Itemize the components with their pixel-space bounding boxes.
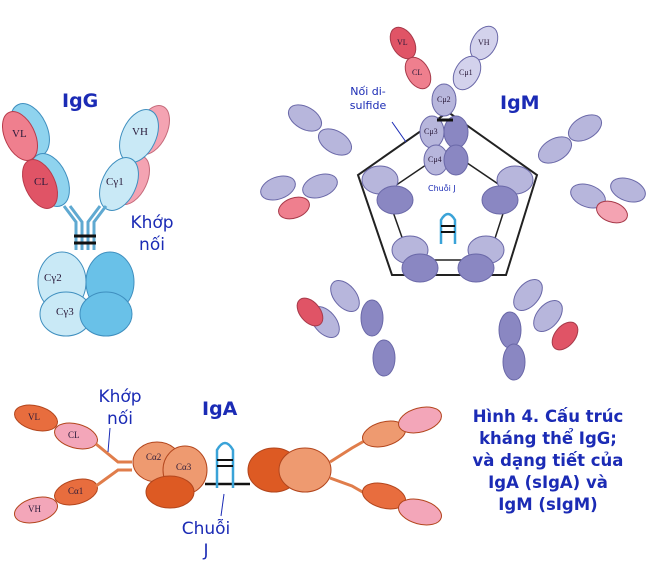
iga-left-hinge — [95, 442, 132, 488]
iga-right-hinge — [329, 438, 367, 496]
figure-caption: Hình 4. Cấu trúc kháng thể IgG; và dạng … — [444, 406, 652, 516]
igm-top-cm1-domain — [452, 55, 482, 91]
caption-line-3: và dạng tiết của — [472, 451, 624, 470]
iga-hinge-line2: nối — [107, 409, 133, 429]
igm-j-chain — [439, 212, 457, 244]
igg-hinge-label: Khớp nối — [122, 212, 182, 256]
iga-j-pointer — [220, 493, 225, 517]
igm-ur-arm-a — [567, 114, 603, 142]
igm-lr-arm-d — [502, 343, 526, 381]
caption-line-5: IgM (sIgM) — [498, 495, 598, 514]
igm-ur-arm-b — [537, 136, 573, 164]
iga-hinge-line1: Khớp — [98, 387, 142, 407]
iga-left-fc-dark — [145, 475, 195, 509]
iga-hinge-label: Khớp nối — [90, 386, 150, 430]
iga-dimer — [14, 404, 442, 526]
igm-ll-arm-a — [330, 280, 360, 312]
igm-top-cl-domain — [404, 56, 432, 90]
igm-disulfide-line2: sulfide — [349, 99, 387, 112]
igm-j-chain-label: Chuỗi J — [428, 184, 456, 193]
iga-j-line2: J — [203, 541, 209, 561]
igm-ul-fc-b — [376, 185, 414, 215]
igm-lr-arm-a — [513, 279, 543, 311]
igm-ul-arm-c — [260, 175, 296, 201]
igg-title: IgG — [62, 90, 99, 112]
iga-hinge-pointer — [107, 427, 111, 453]
igm-ll-arm-c — [360, 299, 384, 337]
igm-ul-light — [278, 196, 310, 220]
igm-ul-arm-a — [287, 104, 323, 132]
igm-top-cm4b-domain — [443, 144, 469, 176]
iga-right-fc-b — [278, 447, 332, 493]
iga-left-vh-domain — [14, 496, 58, 524]
iga-right-arm-b — [398, 406, 442, 434]
igm-disulfide-line1: Nối di- — [350, 85, 386, 98]
igm-ul-arm-b — [317, 128, 353, 156]
igg-antibody — [2, 103, 170, 337]
iga-right-arm-d — [398, 498, 442, 526]
igm-ll-fc-b — [401, 253, 439, 283]
igm-lr-fc-b — [457, 253, 495, 283]
iga-left-cl-domain — [54, 422, 98, 450]
iga-title: IgA — [202, 398, 238, 420]
iga-j-line1: Chuỗi — [181, 519, 231, 539]
igm-lr-arm-b — [533, 300, 563, 332]
caption-line-4: IgA (sIgA) và — [488, 473, 608, 492]
igg-hinge-strands — [62, 205, 108, 250]
igm-ll-arm-d — [372, 339, 396, 377]
igg-hinge-line1: Khớp — [130, 213, 174, 233]
igm-ll-light — [296, 297, 324, 327]
igm-lr-light — [551, 321, 579, 351]
iga-j-chain-label: Chuỗi J — [176, 518, 236, 562]
caption-line-2: kháng thể IgG; — [479, 429, 617, 448]
igm-pentamer — [260, 25, 646, 381]
igm-lr-arm-c — [498, 311, 522, 349]
igm-ur-arm-c — [610, 177, 646, 203]
iga-left-vl-domain — [14, 404, 58, 432]
igg-hinge-line2: nối — [139, 235, 165, 255]
igm-top-cm2-domain — [431, 83, 457, 117]
igm-disulfide-label: Nối di- sulfide — [338, 85, 398, 113]
igm-disulfide-pentagon — [356, 110, 539, 276]
igm-ur-fc-b — [481, 185, 519, 215]
iga-left-ca1-domain — [54, 478, 98, 506]
iga-j-chain — [215, 441, 235, 488]
igg-cg1-domain — [99, 157, 139, 211]
igm-ul-arm-d — [302, 173, 338, 199]
caption-line-1: Hình 4. Cấu trúc — [472, 407, 624, 426]
igm-ur-light — [596, 200, 628, 224]
igg-cg3-right-domain — [79, 291, 133, 337]
igm-disulfide-pointer — [391, 121, 407, 143]
igg-cl-domain — [22, 159, 58, 209]
igm-title: IgM — [500, 92, 540, 114]
